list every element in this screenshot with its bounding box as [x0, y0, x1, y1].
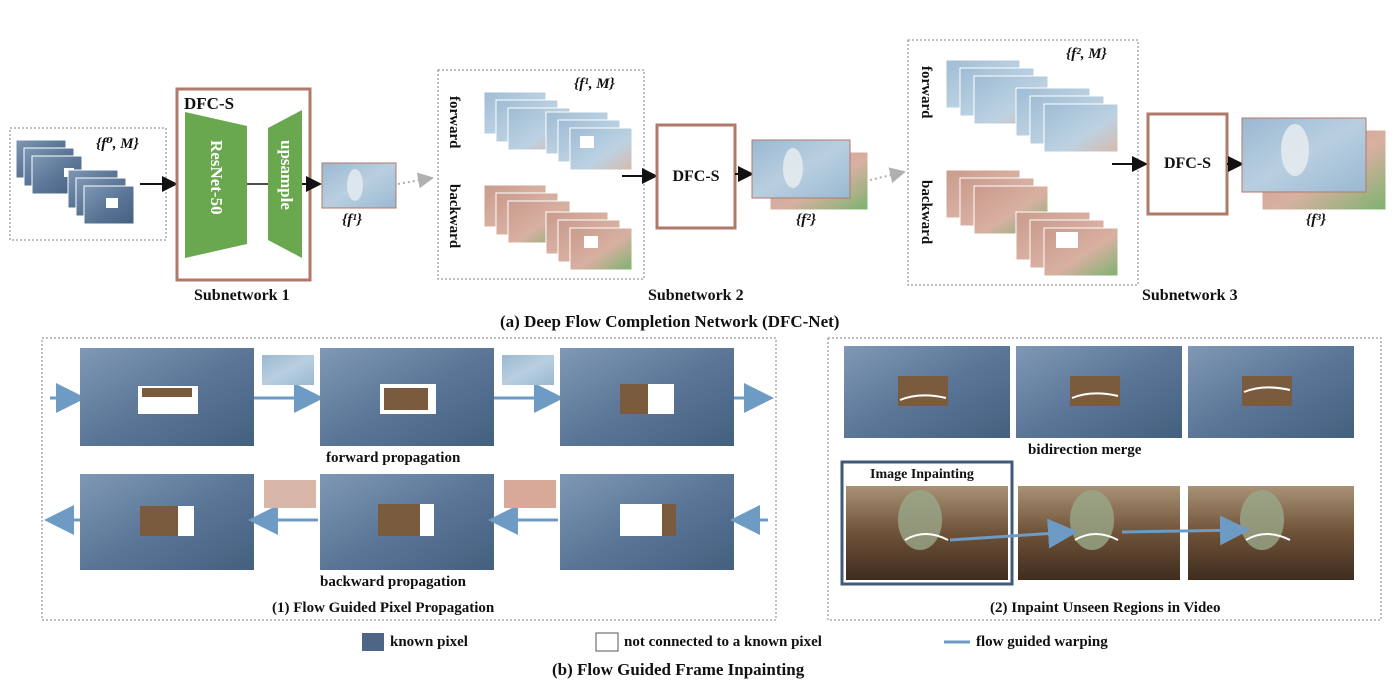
- input-set-label-2: {f¹, M}: [574, 76, 615, 92]
- dotted-link-2-3: [869, 167, 906, 183]
- dfc-s-title-1: DFC-S: [184, 94, 235, 113]
- resnet-label: ResNet-50: [207, 140, 226, 215]
- subnetwork1-title: Subnetwork 1: [194, 287, 290, 304]
- backward-propagation-row: [44, 474, 768, 570]
- forward-propagation-label: forward propagation: [326, 450, 461, 466]
- f3-flow-stack: [1241, 117, 1387, 211]
- forward-flow-stack-3: [945, 59, 1119, 153]
- dfc-s-block-2: [655, 123, 737, 230]
- upsample-label: upsample: [277, 140, 296, 210]
- forward-label-3: forward: [918, 66, 934, 119]
- backward-flow-stack-2: [483, 184, 633, 271]
- backward-label-3: backward: [918, 180, 934, 245]
- output-f2-label: {f²}: [796, 212, 816, 228]
- input-set-label-3: {f², M}: [1066, 46, 1107, 62]
- dfc-s-label-3: DFC-S: [1163, 155, 1212, 172]
- forward-propagation-row: [50, 348, 774, 446]
- backward-propagation-label: backward propagation: [320, 574, 467, 590]
- legend-not-connected-label: not connected to a known pixel: [624, 634, 822, 650]
- input-stack-box-2: [437, 69, 645, 280]
- legend-known-swatch: [362, 633, 384, 651]
- resnet-encoder-trapezoid: [185, 112, 247, 258]
- upsample-decoder-trapezoid: [268, 110, 302, 258]
- panel1-caption: (1) Flow Guided Pixel Propagation: [272, 600, 495, 616]
- input-frames-stack-1: [15, 139, 135, 225]
- dfc-s-block-3: [1146, 112, 1229, 216]
- legend-known-label: known pixel: [390, 634, 468, 650]
- legend-not-connected-swatch: [595, 632, 619, 652]
- panel-unseen-regions: [827, 337, 1382, 621]
- backward-flow-stack-3: [945, 169, 1119, 277]
- forward-flow-stack-2: [483, 91, 633, 171]
- bidirection-merge-row: [844, 346, 1354, 438]
- subnetwork3-title: Subnetwork 3: [1142, 287, 1238, 304]
- dfc-s-label-2: DFC-S: [672, 167, 720, 185]
- input-set-label-1: {f⁰, M}: [96, 136, 139, 152]
- forward-label-2: forward: [446, 96, 462, 149]
- dotted-link-1-2: [397, 172, 434, 189]
- caption-b: (b) Flow Guided Frame Inpainting: [552, 660, 805, 679]
- panel2-caption: (2) Inpaint Unseen Regions in Video: [990, 600, 1221, 616]
- f2-flow-stack: [751, 139, 869, 211]
- caption-a: (a) Deep Flow Completion Network (DFC-Ne…: [500, 312, 840, 331]
- backward-label-2: backward: [446, 184, 462, 249]
- image-inpainting-label: Image Inpainting: [870, 467, 974, 482]
- image-inpainting-row: [840, 460, 1354, 586]
- subnetwork2-title: Subnetwork 2: [648, 287, 744, 304]
- legend-warping-label: flow guided warping: [976, 634, 1108, 650]
- output-f1-label: {f¹}: [342, 212, 362, 228]
- output-f3-label: {f³}: [1306, 212, 1326, 228]
- bidirection-merge-label: bidirection merge: [1028, 442, 1142, 458]
